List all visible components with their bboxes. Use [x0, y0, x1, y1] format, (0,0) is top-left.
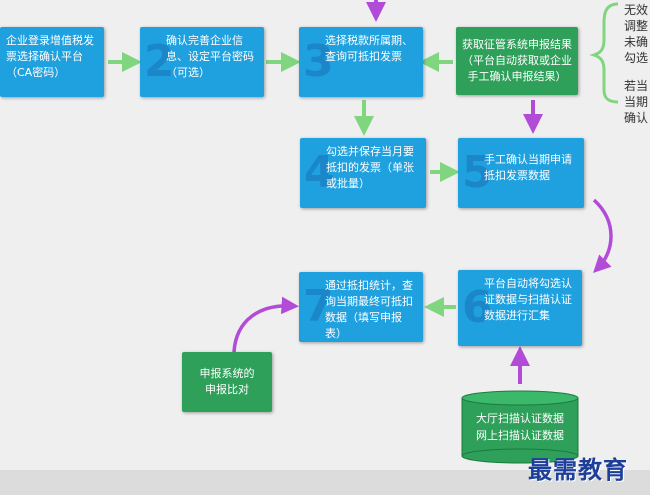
side-brace [589, 2, 619, 104]
step-5-number: 5 [462, 147, 493, 198]
database-line-1: 大厅扫描认证数据 [476, 412, 564, 425]
step-7-deduction-stats: 7 通过抵扣统计，查询当期最终可抵扣数据（填写申报表） [299, 272, 423, 342]
side-note-line-7: 确认 [624, 111, 649, 125]
arrow-5-to-6 [592, 198, 613, 273]
side-note-line-3: 未确 [624, 35, 649, 49]
side-note-line-6: 当期 [624, 95, 649, 109]
step-7-text: 通过抵扣统计，查询当期最终可抵扣数据（填写申报表） [325, 279, 413, 340]
step-7-number: 7 [303, 281, 334, 332]
step-declaration-compare-text: 申报系统的申报比对 [199, 367, 255, 396]
step-6-number: 6 [462, 282, 493, 333]
step-2-text: 确认完善企业信息、设定平台密码（可选） [166, 34, 254, 79]
step-5-text: 手工确认当期申请抵扣发票数据 [484, 153, 572, 182]
step-3-query-invoices: 3 选择税款所属期、查询可抵扣发票 [299, 27, 423, 97]
step-6-text: 平台自动将勾选认证数据与扫描认证数据进行汇集 [484, 277, 572, 322]
bottom-strip [0, 470, 650, 495]
step-1-login: 企业登录增值税发票选择确认平台（CA密码） [0, 27, 104, 97]
scan-data-database [461, 390, 579, 464]
step-3-text: 选择税款所属期、查询可抵扣发票 [325, 34, 413, 63]
step-declaration-compare: 申报系统的申报比对 [182, 352, 272, 412]
step-5-manual-confirm: 5 手工确认当期申请抵扣发票数据 [458, 138, 584, 208]
step-3-number: 3 [303, 36, 334, 87]
step-declaration-result: 获取征管系统申报结果（平台自动获取或企业手工确认申报结果） [456, 27, 578, 95]
step-declaration-result-text: 获取征管系统申报结果（平台自动获取或企业手工确认申报结果） [462, 38, 572, 83]
brand-watermark: 最需教育 [528, 455, 628, 484]
step-4-text: 勾选并保存当月要抵扣的发票（单张或批量） [326, 145, 414, 190]
step-4-number: 4 [304, 147, 335, 198]
side-note-line-2: 调整 [624, 19, 649, 33]
side-note-line-5: 若当 [624, 79, 649, 93]
step-1-text: 企业登录增值税发票选择确认平台（CA密码） [6, 34, 94, 79]
database-label: 大厅扫描认证数据 网上扫描认证数据 [462, 410, 578, 444]
step-4-select-save: 4 勾选并保存当月要抵扣的发票（单张或批量） [300, 138, 426, 208]
side-note-line-4: 勾选 [624, 51, 649, 65]
side-note-line-1: 无效 [624, 3, 649, 17]
step-6-aggregate-data: 6 平台自动将勾选认证数据与扫描认证数据进行汇集 [458, 270, 582, 346]
step-2-number: 2 [144, 36, 175, 87]
step-2-confirm-info: 2 确认完善企业信息、设定平台密码（可选） [140, 27, 264, 97]
database-line-2: 网上扫描认证数据 [476, 429, 564, 442]
arrow-9-to-7 [232, 296, 299, 353]
